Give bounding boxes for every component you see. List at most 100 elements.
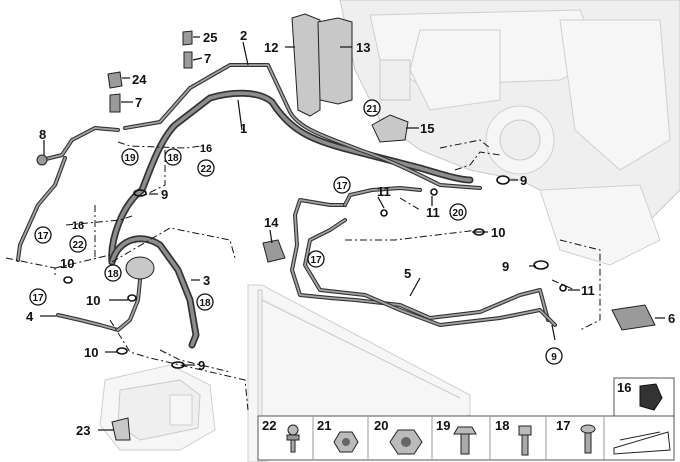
svg-text:21: 21 [366, 104, 378, 115]
callout-16-label: 16 [200, 143, 212, 155]
callout-8: 8 [39, 127, 46, 142]
callout-2: 2 [240, 28, 247, 43]
pipe-1-suction [108, 89, 474, 266]
legend-20: 20 [374, 418, 388, 433]
callout-17-circled: 17 [34, 226, 52, 244]
pipe-4 [56, 278, 142, 332]
callout-4: 4 [26, 309, 34, 324]
callout-19-circled: 19 [121, 148, 139, 166]
leader-lines [40, 36, 665, 431]
svg-text:16: 16 [200, 143, 212, 155]
ball-stud-22-icon [286, 424, 300, 453]
callout-9: 9 [198, 358, 205, 373]
svg-text:17: 17 [336, 181, 348, 192]
callout-14: 14 [264, 215, 279, 230]
legend-labels: 22 21 20 19 18 17 16 [262, 380, 631, 433]
legend-17: 17 [556, 418, 570, 433]
legend-dividers [312, 416, 605, 460]
svg-text:22: 22 [200, 164, 212, 175]
part-8-sensor [36, 154, 48, 166]
pipe-2-pressure [123, 63, 482, 190]
part-13-duct [317, 17, 353, 105]
callout-10: 10 [86, 293, 100, 308]
part-7b-valve [183, 51, 193, 69]
callout-20-circled: 20 [449, 203, 467, 221]
pipe-5 [290, 186, 557, 327]
callout-22-circled: 22 [197, 159, 215, 177]
callout-10: 10 [491, 225, 505, 240]
callout-12: 12 [264, 40, 278, 55]
part-12-duct [291, 13, 321, 117]
legend-21: 21 [317, 418, 331, 433]
svg-text:9: 9 [551, 352, 557, 363]
screw-17-icon [580, 424, 596, 454]
svg-text:22: 22 [72, 240, 84, 251]
fastener-icons [286, 424, 671, 456]
callout-16-label: 16 [72, 220, 84, 232]
svg-text:18: 18 [107, 269, 119, 280]
callout-9-circled: 9 [545, 347, 563, 365]
callout-7: 7 [135, 95, 142, 110]
svg-text:16: 16 [72, 220, 84, 232]
callout-7: 7 [204, 51, 211, 66]
legend-22: 22 [262, 418, 276, 433]
circled-callouts: 19 18 16 22 21 17 20 17 16 22 17 18 17 1… [29, 99, 563, 365]
svg-text:18: 18 [199, 298, 211, 309]
nut-20-icon [389, 429, 423, 455]
callout-24: 24 [132, 72, 147, 87]
svg-text:18: 18 [167, 153, 179, 164]
svg-text:17: 17 [37, 231, 49, 242]
callout-6: 6 [668, 311, 675, 326]
pipe-3 [108, 235, 200, 349]
svg-text:17: 17 [310, 255, 322, 266]
callout-17-circled: 17 [307, 250, 325, 268]
callout-18-circled: 18 [104, 264, 122, 282]
callout-10: 10 [84, 345, 98, 360]
callout-5: 5 [404, 266, 411, 281]
clip-16-icon [639, 383, 663, 411]
part-6-sensor [611, 304, 656, 331]
direction-arrow-icon [613, 431, 671, 455]
callout-1: 1 [240, 121, 247, 136]
parts [36, 13, 656, 441]
svg-text:17: 17 [32, 293, 44, 304]
pipe-8 [16, 126, 120, 262]
callout-15: 15 [420, 121, 434, 136]
receiver-drier [125, 256, 155, 280]
hvac-housing-context [339, 0, 680, 266]
callout-labels: 2 25 7 24 7 1 8 12 13 15 9 9 11 11 10 14… [26, 28, 675, 438]
callout-10: 10 [60, 256, 74, 271]
callout-11: 11 [377, 184, 391, 199]
callout-18-circled: 18 [164, 148, 182, 166]
callout-25: 25 [203, 30, 217, 45]
callout-22-circled: 22 [69, 235, 87, 253]
bolt-18-icon [518, 425, 532, 456]
svg-text:20: 20 [452, 208, 464, 219]
part-23-bracket [111, 417, 131, 441]
assembly-lines [5, 139, 601, 411]
callout-3: 3 [203, 273, 210, 288]
part-25 [182, 30, 193, 46]
callout-9: 9 [502, 259, 509, 274]
callout-17-circled: 17 [29, 288, 47, 306]
bolt-19-icon [453, 426, 477, 455]
callout-23: 23 [76, 423, 90, 438]
nut-21-icon [333, 431, 359, 453]
callout-11: 11 [426, 205, 440, 220]
svg-text:19: 19 [124, 153, 136, 164]
callout-9: 9 [520, 173, 527, 188]
part-24 [107, 71, 123, 89]
callout-17-circled: 17 [333, 176, 351, 194]
part-14-bracket [262, 239, 286, 263]
callout-18-circled: 18 [196, 293, 214, 311]
part-7-valve [109, 93, 121, 113]
part-15-bracket [371, 114, 409, 143]
legend-16: 16 [617, 380, 631, 395]
legend-18: 18 [495, 418, 509, 433]
callout-13: 13 [356, 40, 370, 55]
legend-19: 19 [436, 418, 450, 433]
callout-21-circled: 21 [363, 99, 381, 117]
callout-9: 9 [161, 187, 168, 202]
